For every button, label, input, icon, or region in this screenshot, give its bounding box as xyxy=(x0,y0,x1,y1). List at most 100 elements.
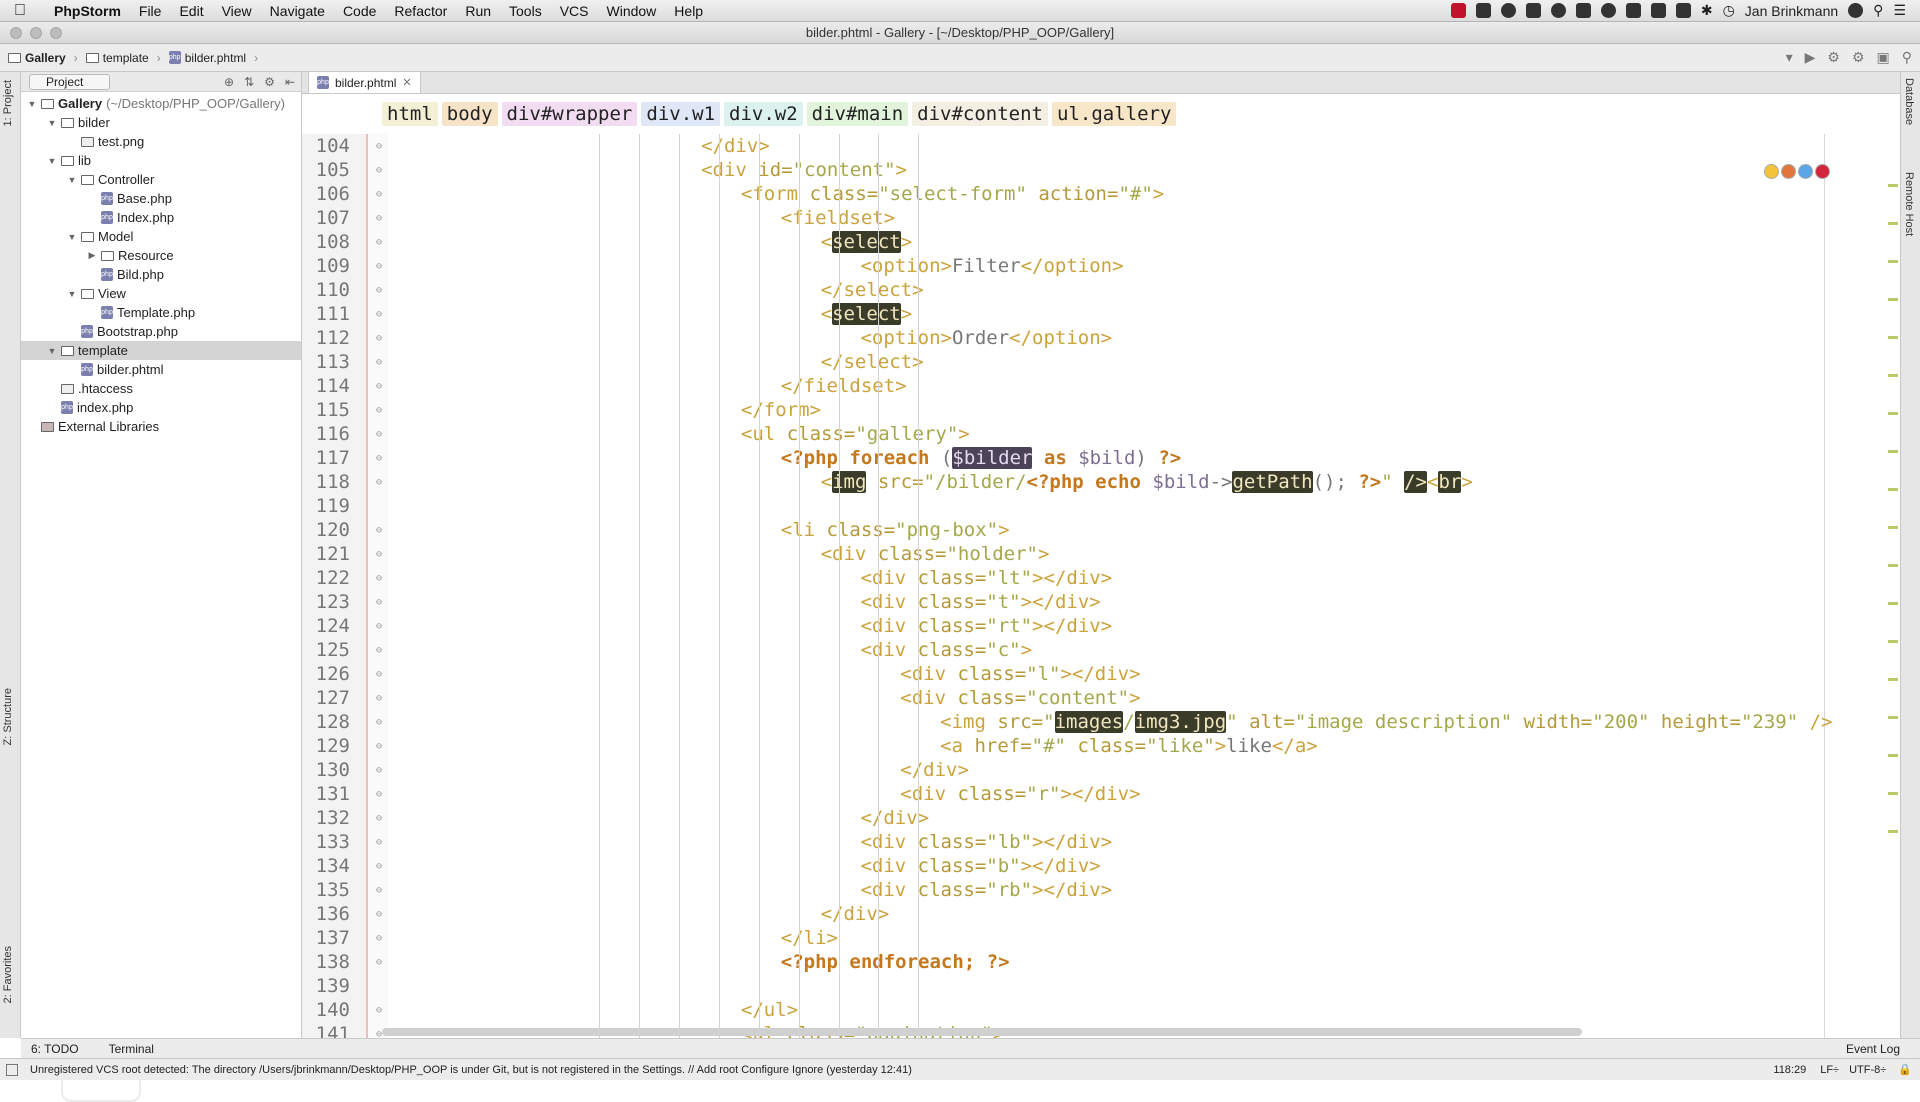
user-icon[interactable] xyxy=(1848,3,1864,18)
lock-icon[interactable]: 🔒 xyxy=(1898,1064,1912,1076)
menu-window[interactable]: Window xyxy=(606,2,657,19)
tree-item[interactable]: ▼View xyxy=(21,284,301,303)
notification-center-icon[interactable]: ☰ xyxy=(1893,2,1906,18)
code-line[interactable]: 122⊖<div class="lt"></div> xyxy=(302,566,1900,590)
fold-marker-icon[interactable]: ⊖ xyxy=(376,476,383,488)
code-line[interactable]: 117⊖<?php foreach ($bilder as $bild) ?> xyxy=(302,446,1900,470)
file-encoding[interactable]: UTF-8÷ xyxy=(1849,1063,1887,1076)
html-breadcrumb-item[interactable]: div.w1 xyxy=(641,102,721,126)
firefox-icon[interactable] xyxy=(1781,164,1796,179)
plus-icon[interactable] xyxy=(1525,3,1541,18)
fold-marker-icon[interactable]: ⊖ xyxy=(376,140,383,152)
fold-marker-icon[interactable]: ⊖ xyxy=(376,428,383,440)
onepassword-icon[interactable] xyxy=(1550,3,1566,18)
stripe-marker[interactable] xyxy=(1888,792,1898,795)
fold-marker-icon[interactable]: ⊖ xyxy=(376,932,383,944)
tree-item[interactable]: External Libraries xyxy=(21,417,301,436)
code-line[interactable]: 138⊖<?php endforeach; ?> xyxy=(302,950,1900,974)
fold-marker-icon[interactable]: ⊖ xyxy=(376,524,383,536)
html-breadcrumb-item[interactable]: div#wrapper xyxy=(501,102,638,126)
tool-windows-toggle-icon[interactable] xyxy=(6,1063,18,1076)
code-line[interactable]: 134⊖<div class="b"></div> xyxy=(302,854,1900,878)
stripe-marker[interactable] xyxy=(1888,336,1898,339)
collapse-icon[interactable]: ⇅ xyxy=(244,74,255,89)
project-tool-tab[interactable]: 1: Project xyxy=(2,80,14,127)
code-line[interactable]: 109⊖<option>Filter</option> xyxy=(302,254,1900,278)
tree-item[interactable]: ▼Controller xyxy=(21,170,301,189)
menu-view[interactable]: View xyxy=(221,2,252,19)
code-line[interactable]: 131⊖<div class="r"></div> xyxy=(302,782,1900,806)
code-line[interactable]: 114⊖</fieldset> xyxy=(302,374,1900,398)
stripe-marker[interactable] xyxy=(1888,640,1898,643)
tree-item[interactable]: ▼bilder xyxy=(21,113,301,132)
fold-marker-icon[interactable]: ⊖ xyxy=(376,1028,383,1039)
code-line[interactable]: 105⊖<div id="content"> xyxy=(302,158,1900,182)
search-everywhere-icon[interactable]: ⚲ xyxy=(1901,49,1912,65)
code-line[interactable]: 137⊖</li> xyxy=(302,926,1900,950)
chevron-down-icon[interactable]: ▼ xyxy=(67,174,77,185)
safari-icon[interactable] xyxy=(1798,164,1813,179)
code-lines[interactable]: 104⊖</div>105⊖<div id="content">106⊖<for… xyxy=(302,134,1900,1038)
fold-marker-icon[interactable]: ⊖ xyxy=(376,572,383,584)
fold-marker-icon[interactable]: ⊖ xyxy=(376,860,383,872)
fold-marker-icon[interactable]: ⊖ xyxy=(376,836,383,848)
code-line[interactable]: 108⊖<select> xyxy=(302,230,1900,254)
structure-tool-tab[interactable]: Z: Structure xyxy=(2,688,14,746)
fold-marker-icon[interactable]: ⊖ xyxy=(376,356,383,368)
fold-marker-icon[interactable]: ⊖ xyxy=(376,1004,383,1016)
gear-icon[interactable]: ⚙ xyxy=(264,74,275,89)
volume-icon[interactable] xyxy=(1675,3,1691,18)
stripe-marker[interactable] xyxy=(1888,374,1898,377)
fold-marker-icon[interactable]: ⊖ xyxy=(376,812,383,824)
spotlight-icon[interactable]: ⚲ xyxy=(1873,2,1884,18)
code-line[interactable]: 136⊖</div> xyxy=(302,902,1900,926)
tree-item[interactable]: .htaccess xyxy=(21,379,301,398)
code-line[interactable]: 126⊖<div class="l"></div> xyxy=(302,662,1900,686)
database-tool-tab[interactable]: Database xyxy=(1903,78,1915,126)
stripe-marker[interactable] xyxy=(1888,298,1898,301)
code-line[interactable]: 107⊖<fieldset> xyxy=(302,206,1900,230)
chrome-icon[interactable] xyxy=(1764,164,1779,179)
menu-help[interactable]: Help xyxy=(674,2,704,19)
stripe-marker[interactable] xyxy=(1888,678,1898,681)
chevron-down-icon[interactable]: ▼ xyxy=(47,155,57,166)
opera-icon[interactable] xyxy=(1815,164,1830,179)
code-line[interactable]: 139 xyxy=(302,974,1900,998)
code-editor[interactable]: 104⊖</div>105⊖<div id="content">106⊖<for… xyxy=(302,134,1900,1038)
event-log-button[interactable]: Event Log xyxy=(1845,1041,1900,1056)
code-line[interactable]: 111⊖<select> xyxy=(302,302,1900,326)
fold-marker-icon[interactable]: ⊖ xyxy=(376,236,383,248)
tree-item[interactable]: ▼template xyxy=(21,341,301,360)
stripe-marker[interactable] xyxy=(1888,450,1898,453)
code-line[interactable]: 123⊖<div class="t"></div> xyxy=(302,590,1900,614)
user-name[interactable]: Jan Brinkmann xyxy=(1744,2,1839,19)
stripe-marker[interactable] xyxy=(1888,222,1898,225)
todo-tool-button[interactable]: 6: TODO xyxy=(31,1041,79,1056)
code-line[interactable]: 115⊖</form> xyxy=(302,398,1900,422)
breadcrumb-template[interactable]: template› xyxy=(85,51,169,65)
stripe-marker[interactable] xyxy=(1888,488,1898,491)
fold-marker-icon[interactable]: ⊖ xyxy=(376,452,383,464)
zoom-window-button[interactable] xyxy=(50,26,62,39)
favorites-tool-tab[interactable]: 2: Favorites xyxy=(2,946,14,1004)
fold-marker-icon[interactable]: ⊖ xyxy=(376,308,383,320)
fold-marker-icon[interactable]: ⊖ xyxy=(376,188,383,200)
stop-icon[interactable]: ▣ xyxy=(1876,49,1890,65)
fold-marker-icon[interactable]: ⊖ xyxy=(376,668,383,680)
coverage-icon[interactable]: ⚙ xyxy=(1851,49,1865,65)
close-tab-icon[interactable]: ✕ xyxy=(402,77,412,89)
code-line[interactable]: 140⊖</ul> xyxy=(302,998,1900,1022)
stripe-marker[interactable] xyxy=(1888,830,1898,833)
fold-marker-icon[interactable]: ⊖ xyxy=(376,644,383,656)
code-line[interactable]: 135⊖<div class="rb"></div> xyxy=(302,878,1900,902)
terminal-tool-button[interactable]: Terminal xyxy=(108,1041,154,1056)
stripe-marker[interactable] xyxy=(1888,716,1898,719)
project-view-selector[interactable]: Project xyxy=(29,73,111,90)
fold-marker-icon[interactable]: ⊖ xyxy=(376,692,383,704)
run-config-dropdown[interactable]: ▾ xyxy=(1785,49,1793,65)
menu-file[interactable]: File xyxy=(138,2,162,19)
